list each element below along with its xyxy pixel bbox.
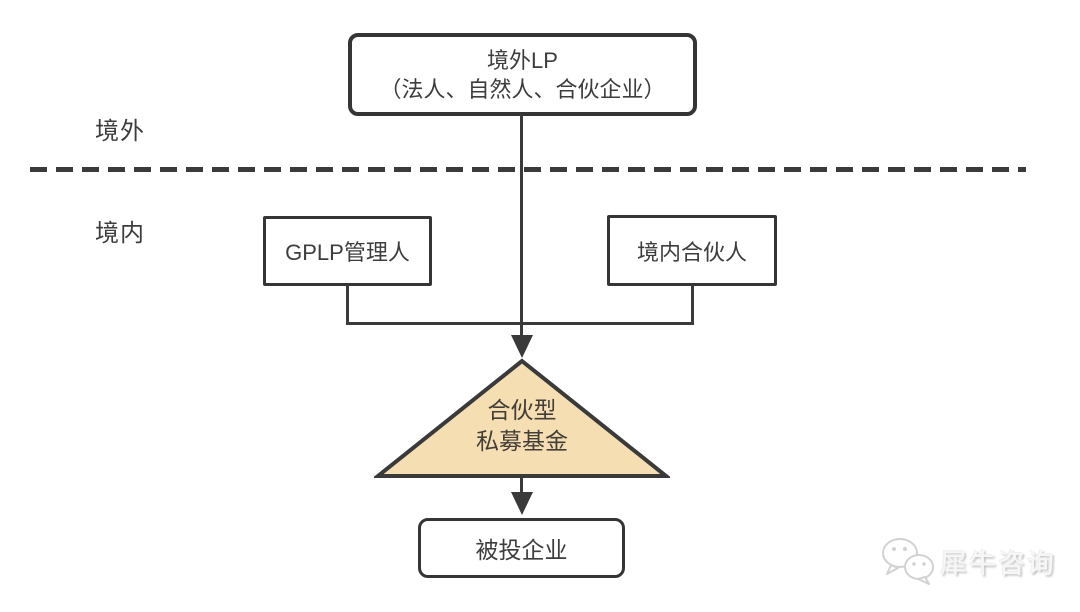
connector-gplp-drop [346, 284, 349, 325]
node-offshore-lp: 境外LP （法人、自然人、合伙企业） [348, 33, 697, 116]
offshore-region-label: 境外 [95, 118, 145, 145]
brand-watermark-label: 犀牛咨询 [940, 548, 1056, 579]
connector-offshore-lp-to-fund [520, 114, 523, 336]
node-gplp-manager-label: GPLP管理人 [285, 240, 410, 265]
arrowhead-into-investee [511, 492, 533, 515]
node-fund-label-line1: 合伙型 [487, 397, 557, 423]
border-dashed-divider [30, 167, 1026, 172]
wechat-icon [882, 538, 934, 585]
node-domestic-partner-label: 境内合伙人 [636, 239, 747, 265]
node-gplp-manager: GPLP管理人 [263, 216, 432, 286]
node-offshore-lp-title: 境外LP [487, 47, 558, 73]
brand-watermark: 犀牛咨询 [880, 536, 1056, 586]
connector-domestic-drop [691, 284, 694, 325]
arrowhead-into-fund [511, 335, 533, 358]
node-fund-label: 合伙型 私募基金 [374, 395, 670, 457]
connector-join-bar [346, 322, 694, 325]
node-fund-label-line2: 私募基金 [476, 428, 568, 454]
node-investee-label: 被投企业 [475, 537, 568, 563]
node-investee: 被投企业 [418, 518, 625, 578]
node-domestic-partner: 境内合伙人 [607, 215, 777, 286]
onshore-region-label: 境内 [95, 220, 145, 247]
connector-fund-to-investee [520, 476, 523, 494]
node-offshore-lp-subtitle: （法人、自然人、合伙企业） [379, 76, 666, 102]
